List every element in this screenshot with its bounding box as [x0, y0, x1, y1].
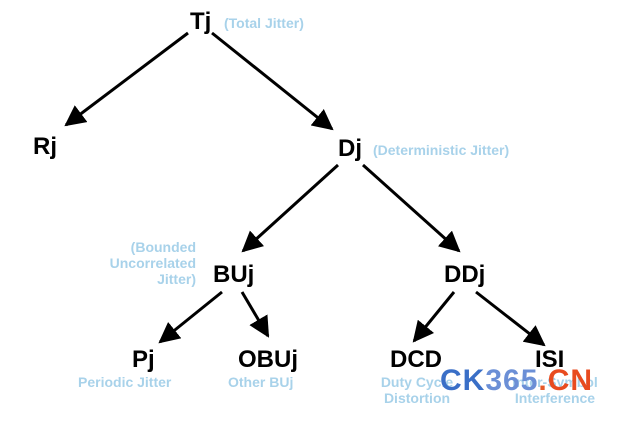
arrow-ddj-to-dcd	[412, 291, 456, 343]
node-dcd-description-line: Duty Cycle	[380, 374, 454, 390]
node-dcd: DCD	[390, 346, 442, 373]
node-buj-description: (Bounded Uncorrelated Jitter)	[86, 239, 196, 287]
node-pj: Pj	[132, 346, 155, 373]
watermark-part: CN	[547, 364, 594, 397]
node-isi-description-line: Interference	[514, 390, 596, 407]
watermark-part: 365	[485, 364, 539, 397]
node-pj-description: Periodic Jitter	[78, 374, 172, 390]
arrow-tj-to-rj	[64, 31, 189, 127]
node-buj: BUj	[213, 261, 255, 288]
node-dj: Dj	[338, 135, 362, 162]
watermark-part: .	[538, 364, 548, 397]
node-obuj-description: Other BUj	[228, 374, 294, 390]
arrow-ddj-to-isi	[475, 290, 546, 347]
node-ddj: DDj	[444, 261, 486, 288]
node-buj-description-line: (Bounded	[130, 239, 196, 255]
node-obuj: OBUj	[238, 346, 298, 373]
node-isi-description-line: Inter-Symbol	[512, 374, 598, 390]
node-isi-description: Inter-Symbol Interference	[496, 374, 614, 406]
node-buj-description-line: Uncorrelated	[109, 255, 196, 272]
node-isi: ISI	[535, 346, 565, 373]
arrow-tj-to-dj	[211, 31, 334, 131]
node-dcd-description-line: Distortion	[383, 390, 451, 407]
arrow-dj-to-ddj	[361, 163, 461, 253]
node-rj: Rj	[33, 133, 57, 160]
node-buj-description-line: Jitter)	[157, 271, 196, 288]
node-tj: Tj	[190, 8, 212, 35]
ck365-watermark-logo: CK365.CN	[440, 366, 593, 396]
watermark-part: CK	[440, 364, 486, 397]
node-dcd-description: Duty Cycle Distortion	[362, 374, 472, 406]
node-tj-description: (Total Jitter)	[224, 15, 304, 31]
arrow-buj-to-pj	[158, 290, 223, 344]
arrow-buj-to-obuj	[240, 291, 270, 338]
arrow-dj-to-buj	[241, 163, 340, 253]
node-dj-description: (Deterministic Jitter)	[373, 142, 510, 158]
